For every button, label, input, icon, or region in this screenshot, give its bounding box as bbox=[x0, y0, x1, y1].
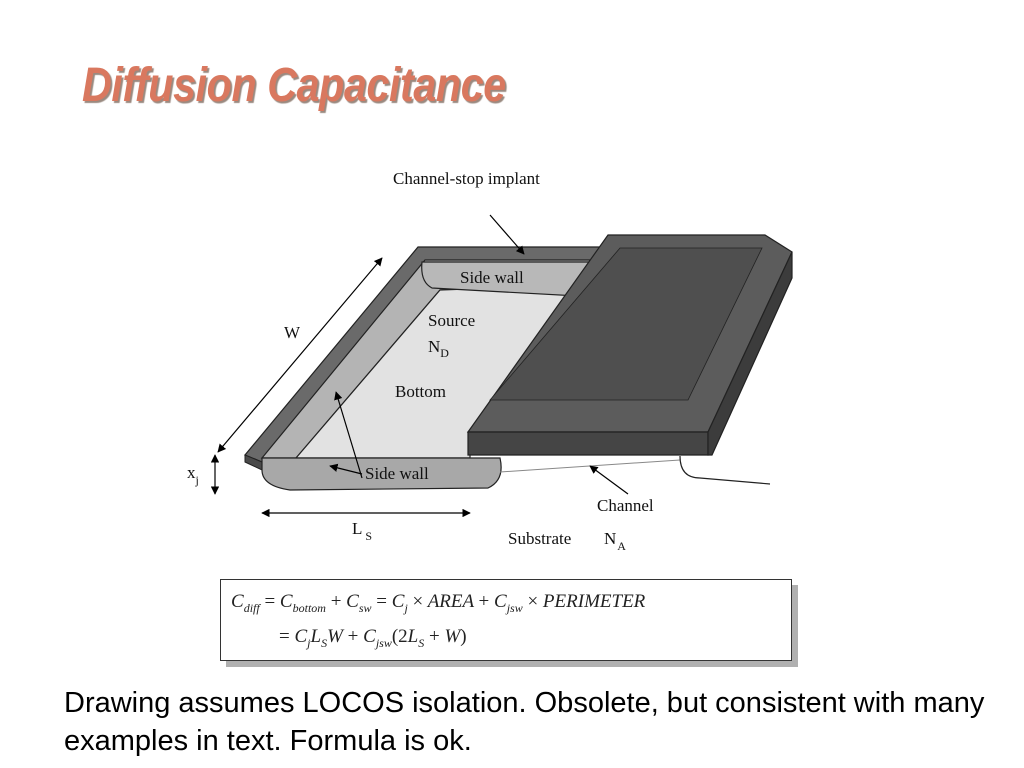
label-channel: Channel bbox=[597, 496, 654, 515]
slide-note: Drawing assumes LOCOS isolation. Obsolet… bbox=[64, 687, 985, 757]
label-na: NA bbox=[604, 529, 626, 553]
label-side-wall-top: Side wall bbox=[460, 268, 524, 287]
label-substrate: Substrate bbox=[508, 529, 571, 548]
label-side-wall-bottom: Side wall bbox=[365, 464, 429, 483]
channel-pointer bbox=[589, 465, 629, 495]
w-dimension-arrow bbox=[217, 257, 383, 453]
channel-stop-pointer bbox=[489, 214, 525, 255]
formula-line-2: = CjLSW + Cjsw(2LS + W) bbox=[279, 626, 467, 650]
formula-box: Cdiff = Cbottom + Csw = Cj × AREA + Cjsw… bbox=[220, 579, 792, 661]
side-wall-bottom-region bbox=[261, 457, 502, 491]
formula-line-1: Cdiff = Cbottom + Csw = Cj × AREA + Cjsw… bbox=[231, 591, 646, 615]
label-source: Source bbox=[428, 311, 475, 330]
gate-inner-bevel bbox=[489, 247, 763, 401]
side-wall-pointer-1 bbox=[334, 391, 363, 479]
label-channel-stop-implant: Channel-stop implant bbox=[393, 169, 540, 188]
label-w: W bbox=[284, 323, 301, 342]
gate-front-face bbox=[467, 431, 709, 456]
channel-lead-line bbox=[679, 455, 771, 485]
label-nd: ND bbox=[428, 337, 449, 360]
side-wall-pointer-2 bbox=[329, 463, 363, 475]
gate-right-face bbox=[707, 251, 793, 456]
label-bottom: Bottom bbox=[395, 382, 446, 401]
label-xj: xj bbox=[187, 463, 199, 487]
side-wall-top-region bbox=[421, 261, 591, 297]
slide-title: Diffusion Capacitance bbox=[82, 59, 506, 112]
